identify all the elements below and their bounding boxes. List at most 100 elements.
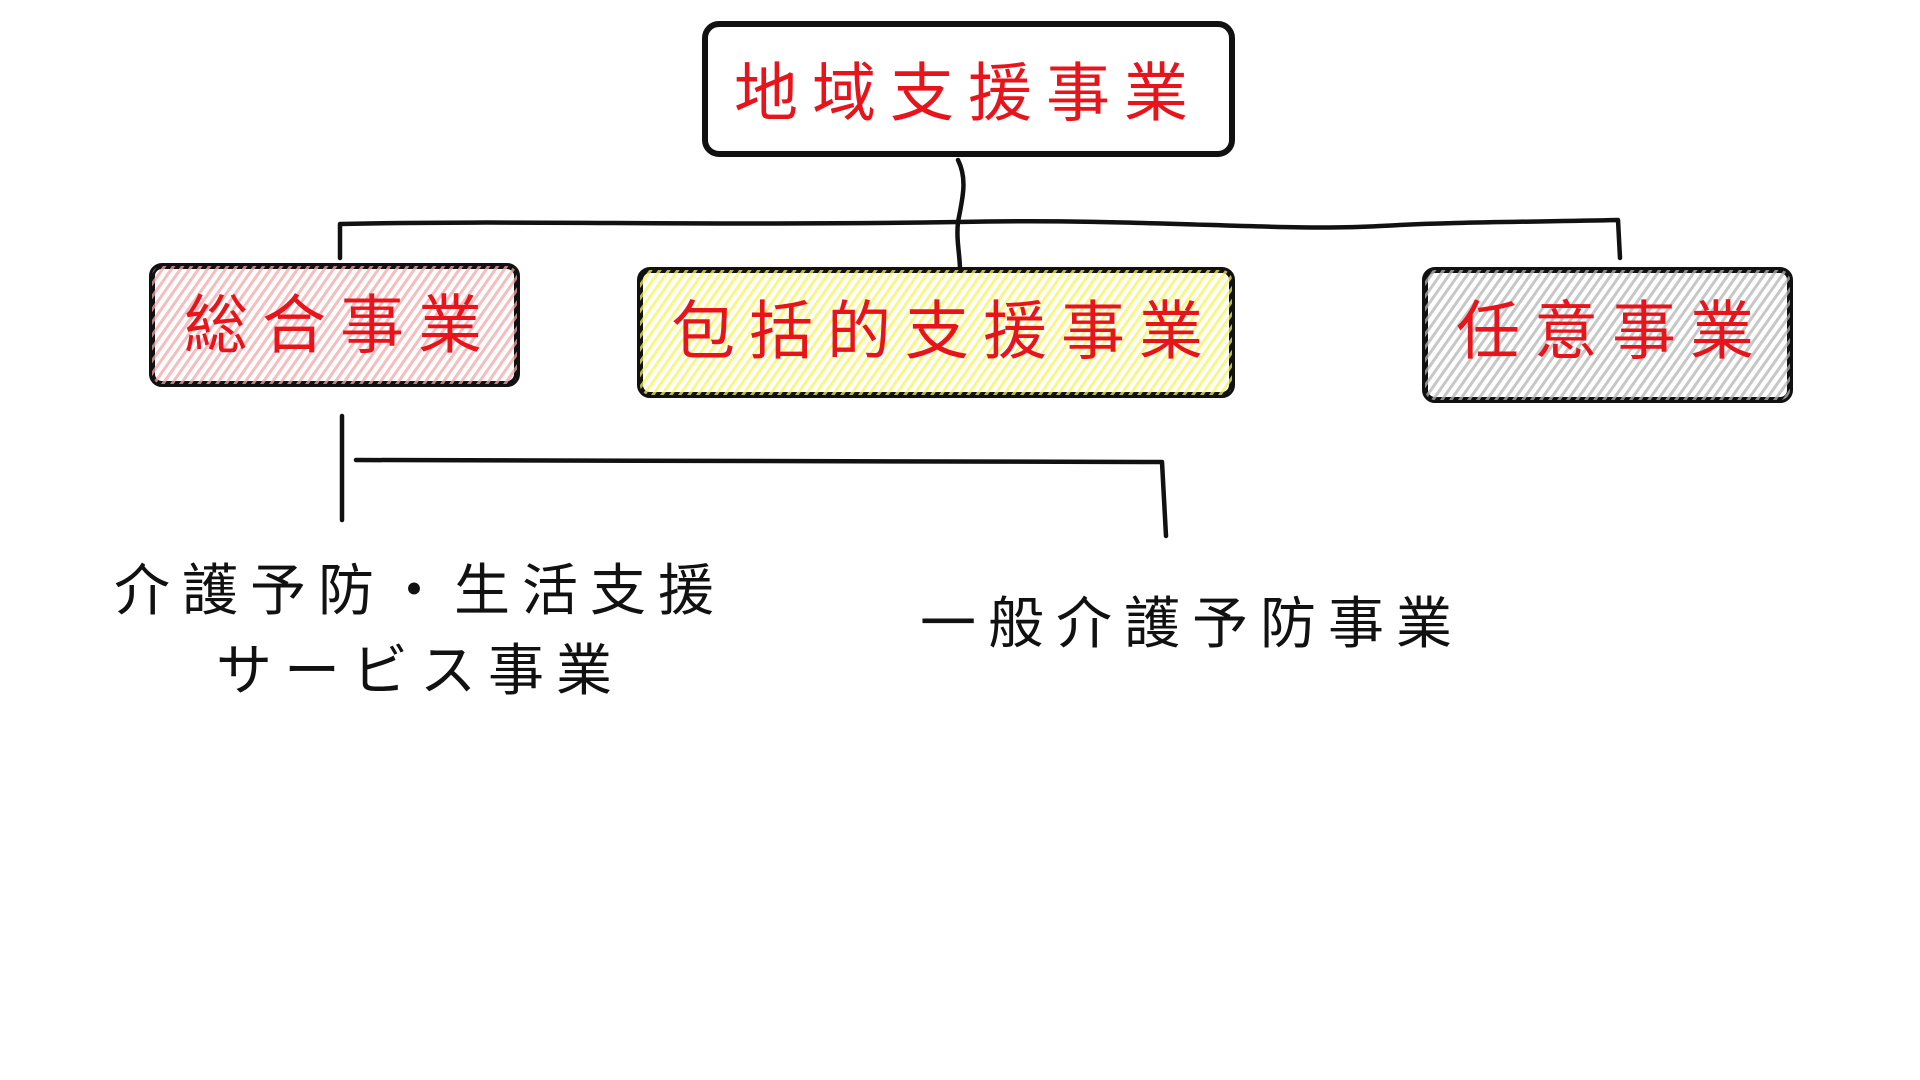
hatch-stroke xyxy=(1224,270,1232,395)
hatch-stroke xyxy=(783,270,881,395)
hatch-stroke xyxy=(1437,270,1538,400)
hatch-stroke xyxy=(1707,270,1790,400)
hatch-stroke xyxy=(702,270,800,395)
hatch-stroke xyxy=(1062,270,1160,395)
hatch-stroke xyxy=(152,266,178,384)
hatch-stroke xyxy=(152,266,160,384)
hatch-stroke xyxy=(320,266,412,384)
hatch-stroke xyxy=(1518,270,1619,400)
hatch-stroke xyxy=(1188,270,1232,395)
hatch-stroke xyxy=(684,270,782,395)
hatch-stroke xyxy=(927,270,1025,395)
hatch-stroke xyxy=(212,266,304,384)
hatch-stroke xyxy=(990,270,1088,395)
hatch-stroke xyxy=(1313,266,1411,404)
hatch-stroke xyxy=(383,266,475,384)
hatch-stroke xyxy=(1170,270,1232,395)
hatch-stroke xyxy=(640,270,710,395)
hatch-stroke xyxy=(972,270,1070,395)
hatch-stroke xyxy=(900,270,998,395)
connector-top-bar xyxy=(337,217,1623,261)
hatch-stroke xyxy=(1862,266,1920,404)
hatch-stroke xyxy=(529,262,618,388)
node-sogo-label: 総合事業 xyxy=(184,290,496,364)
hatch-stroke xyxy=(1152,270,1232,395)
hatch-stroke xyxy=(1425,270,1484,400)
root-node-label: 地域支援事業 xyxy=(734,58,1202,132)
hatch-stroke xyxy=(1799,266,1897,404)
hatch-stroke xyxy=(1536,270,1637,400)
hatch-stroke xyxy=(1295,266,1393,404)
hatch-stroke xyxy=(1743,270,1790,400)
hatch-stroke xyxy=(720,270,818,395)
hatch-stroke xyxy=(1898,266,1920,404)
hatch-stroke xyxy=(1572,270,1673,400)
hatch-stroke xyxy=(152,266,232,384)
hatch-stroke xyxy=(1491,270,1592,400)
hatch-stroke xyxy=(152,266,196,384)
hatch-stroke xyxy=(846,270,944,395)
hatch-stroke xyxy=(533,266,627,399)
hatch-stroke xyxy=(1425,270,1448,400)
hatch-stroke xyxy=(1143,270,1232,395)
hatch-stroke xyxy=(1716,270,1790,400)
hatch-stroke xyxy=(1698,270,1790,400)
hatch-stroke xyxy=(711,270,809,395)
connector-sub-bar xyxy=(353,457,1169,539)
connector-root-stem xyxy=(955,157,966,273)
hatch-stroke xyxy=(954,270,1052,395)
hatch-stroke xyxy=(1482,270,1583,400)
hatch-stroke xyxy=(1098,270,1196,395)
hatch-stroke xyxy=(1304,266,1402,404)
hatch-stroke xyxy=(945,270,1043,395)
hatch-stroke xyxy=(1527,270,1628,400)
hatch-stroke xyxy=(1581,270,1682,400)
hatch-stroke xyxy=(1107,270,1205,395)
node-nini-highlight xyxy=(1295,266,1920,404)
hatch-stroke xyxy=(538,262,627,388)
hatch-stroke xyxy=(1271,266,1365,399)
hatch-stroke xyxy=(43,262,132,388)
hatch-stroke xyxy=(1425,270,1430,400)
hatch-stroke xyxy=(338,266,430,384)
hatch-stroke xyxy=(401,266,493,384)
hatch-stroke xyxy=(1244,266,1338,399)
hatch-stroke xyxy=(640,270,665,395)
hatch-stroke xyxy=(194,266,286,384)
hatch-stroke xyxy=(1626,270,1727,400)
hatch-stroke xyxy=(34,262,123,388)
hatch-stroke xyxy=(693,270,791,395)
hatch-stroke xyxy=(1734,270,1790,400)
node-hokatsu-jigyo: 包括的支援事業 xyxy=(533,266,1428,399)
hatch-stroke xyxy=(640,270,674,395)
hatch-stroke xyxy=(520,262,609,388)
node-nini-jigyo: 任意事業 xyxy=(1295,266,1920,404)
hatch-stroke xyxy=(1280,266,1374,399)
hatch-stroke xyxy=(1500,270,1601,400)
hatch-stroke xyxy=(828,270,926,395)
hatch-stroke xyxy=(302,266,394,384)
hatch-stroke xyxy=(999,270,1097,395)
hatch-stroke xyxy=(1653,270,1754,400)
hatch-stroke xyxy=(640,270,701,395)
hatch-stroke xyxy=(257,266,349,384)
hatch-stroke xyxy=(765,270,863,395)
hatch-stroke xyxy=(1289,266,1383,399)
hatch-stroke xyxy=(1635,270,1736,400)
hatch-stroke xyxy=(248,266,340,384)
hatch-stroke xyxy=(347,266,439,384)
hatch-stroke xyxy=(428,266,517,384)
hatch-stroke xyxy=(1425,270,1457,400)
hatch-stroke xyxy=(374,266,466,384)
hatch-stroke xyxy=(1599,270,1700,400)
hatch-stroke xyxy=(657,270,755,395)
hatch-stroke xyxy=(365,266,457,384)
hatch-stroke xyxy=(981,270,1079,395)
hatch-stroke xyxy=(909,270,1007,395)
hatch-stroke xyxy=(1871,266,1920,404)
hatch-stroke xyxy=(1425,270,1520,400)
hatch-stroke xyxy=(1334,266,1428,399)
hatch-stroke xyxy=(1689,270,1790,400)
hatch-stroke xyxy=(1662,270,1763,400)
hatch-stroke xyxy=(1725,270,1790,400)
